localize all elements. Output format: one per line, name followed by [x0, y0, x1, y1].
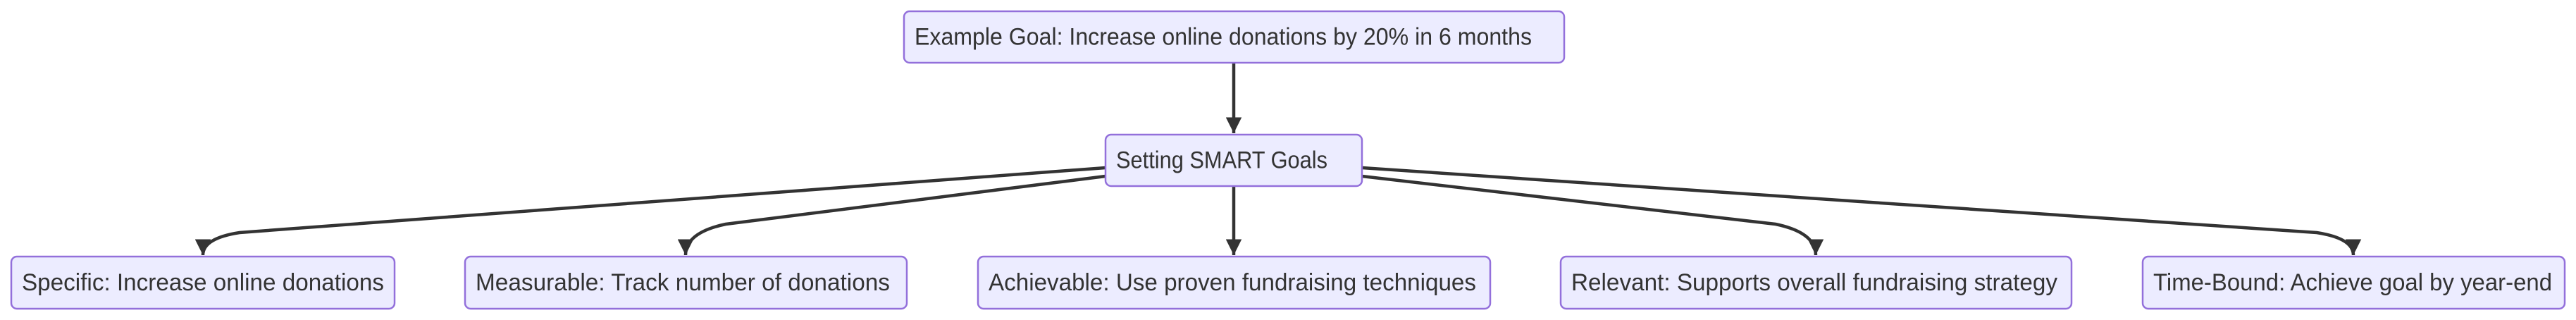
edge-smart-to-measurable	[677, 174, 1106, 256]
node-label: Measurable: Track number of donations	[476, 269, 890, 296]
node-measurable[interactable]: Measurable: Track number of donations	[464, 255, 908, 310]
node-relevant[interactable]: Relevant: Supports overall fundraising s…	[1559, 255, 2073, 310]
node-label: Relevant: Supports overall fundraising s…	[1571, 269, 2057, 296]
node-label: Achievable: Use proven fundraising techn…	[989, 269, 1476, 296]
node-timebound[interactable]: Time-Bound: Achieve goal by year-end	[2141, 255, 2566, 310]
node-smart[interactable]: Setting SMART Goals	[1104, 133, 1363, 187]
node-specific[interactable]: Specific: Increase online donations	[10, 255, 396, 310]
node-box	[903, 10, 1566, 64]
edge-smart-to-specific	[194, 166, 1106, 256]
node-box	[10, 255, 396, 310]
node-box	[1104, 133, 1363, 187]
node-box	[2141, 255, 2566, 310]
node-box	[1559, 255, 2073, 310]
node-goal[interactable]: Example Goal: Increase online donations …	[903, 10, 1566, 64]
node-box	[977, 255, 1492, 310]
edge-smart-to-relevant	[1361, 174, 1824, 256]
node-achievable[interactable]: Achievable: Use proven fundraising techn…	[977, 255, 1492, 310]
node-label: Setting SMART Goals	[1116, 147, 1327, 174]
edge-smart-to-timebound	[1361, 166, 2362, 256]
node-label: Time-Bound: Achieve goal by year-end	[2153, 269, 2552, 296]
node-label: Specific: Increase online donations	[22, 269, 384, 296]
node-label: Example Goal: Increase online donations …	[915, 24, 1532, 51]
node-box	[464, 255, 908, 310]
